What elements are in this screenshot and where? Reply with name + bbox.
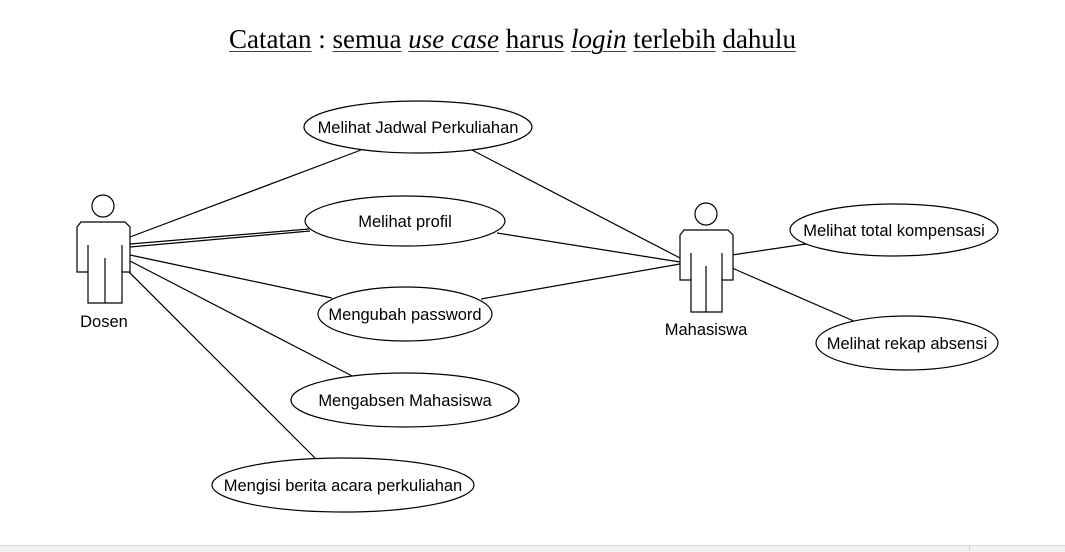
note-word: login [570, 24, 627, 54]
association-line [496, 232, 681, 263]
association-line [469, 148, 681, 259]
use-case-melihat-total-kompensasi [789, 203, 999, 257]
note-word: harus [505, 24, 565, 54]
use-case-label: Mengabsen Mahasiswa [318, 392, 492, 410]
note-word: semua [332, 24, 402, 54]
use-case-label: Mengubah password [328, 306, 481, 324]
bottom-bar-divider [969, 545, 970, 551]
note-word: Catatan [229, 24, 312, 54]
use-case-label: Melihat profil [358, 213, 452, 231]
note-word: terlebih [633, 24, 716, 54]
note-word: use case [408, 24, 499, 54]
actor-mahasiswa [679, 202, 734, 313]
association-line [129, 254, 333, 299]
bottom-scrollbar-strip [0, 545, 1065, 552]
association-line [731, 267, 857, 323]
use-case-label: Melihat total kompensasi [803, 222, 985, 240]
note-word: dahulu [722, 24, 796, 54]
use-case-melihat-profil [304, 195, 506, 247]
actor-label-mahasiswa: Mahasiswa [665, 321, 748, 339]
use-case-mengubah-password [317, 286, 493, 342]
use-case-mengisi-berita-acara [211, 457, 475, 513]
note-separator: : [311, 24, 333, 54]
diagram-note: Catatan : semua use case harus login ter… [0, 24, 1025, 55]
association-line [129, 228, 310, 245]
association-line [129, 230, 311, 248]
association-line [731, 243, 807, 256]
actor-dosen [76, 194, 131, 304]
association-line [129, 149, 362, 238]
use-case-label: Melihat rekap absensi [827, 335, 988, 353]
actor-label-dosen: Dosen [80, 313, 128, 331]
association-line [124, 267, 320, 463]
use-case-melihat-rekap-absensi [815, 315, 999, 371]
use-case-label: Mengisi berita acara perkuliahan [224, 477, 462, 495]
use-case-melihat-jadwal [303, 100, 533, 154]
use-case-label: Melihat Jadwal Perkuliahan [318, 119, 519, 137]
use-case-mengabsen-mahasiswa [290, 372, 520, 428]
association-line [129, 260, 359, 380]
association-line [480, 263, 681, 300]
